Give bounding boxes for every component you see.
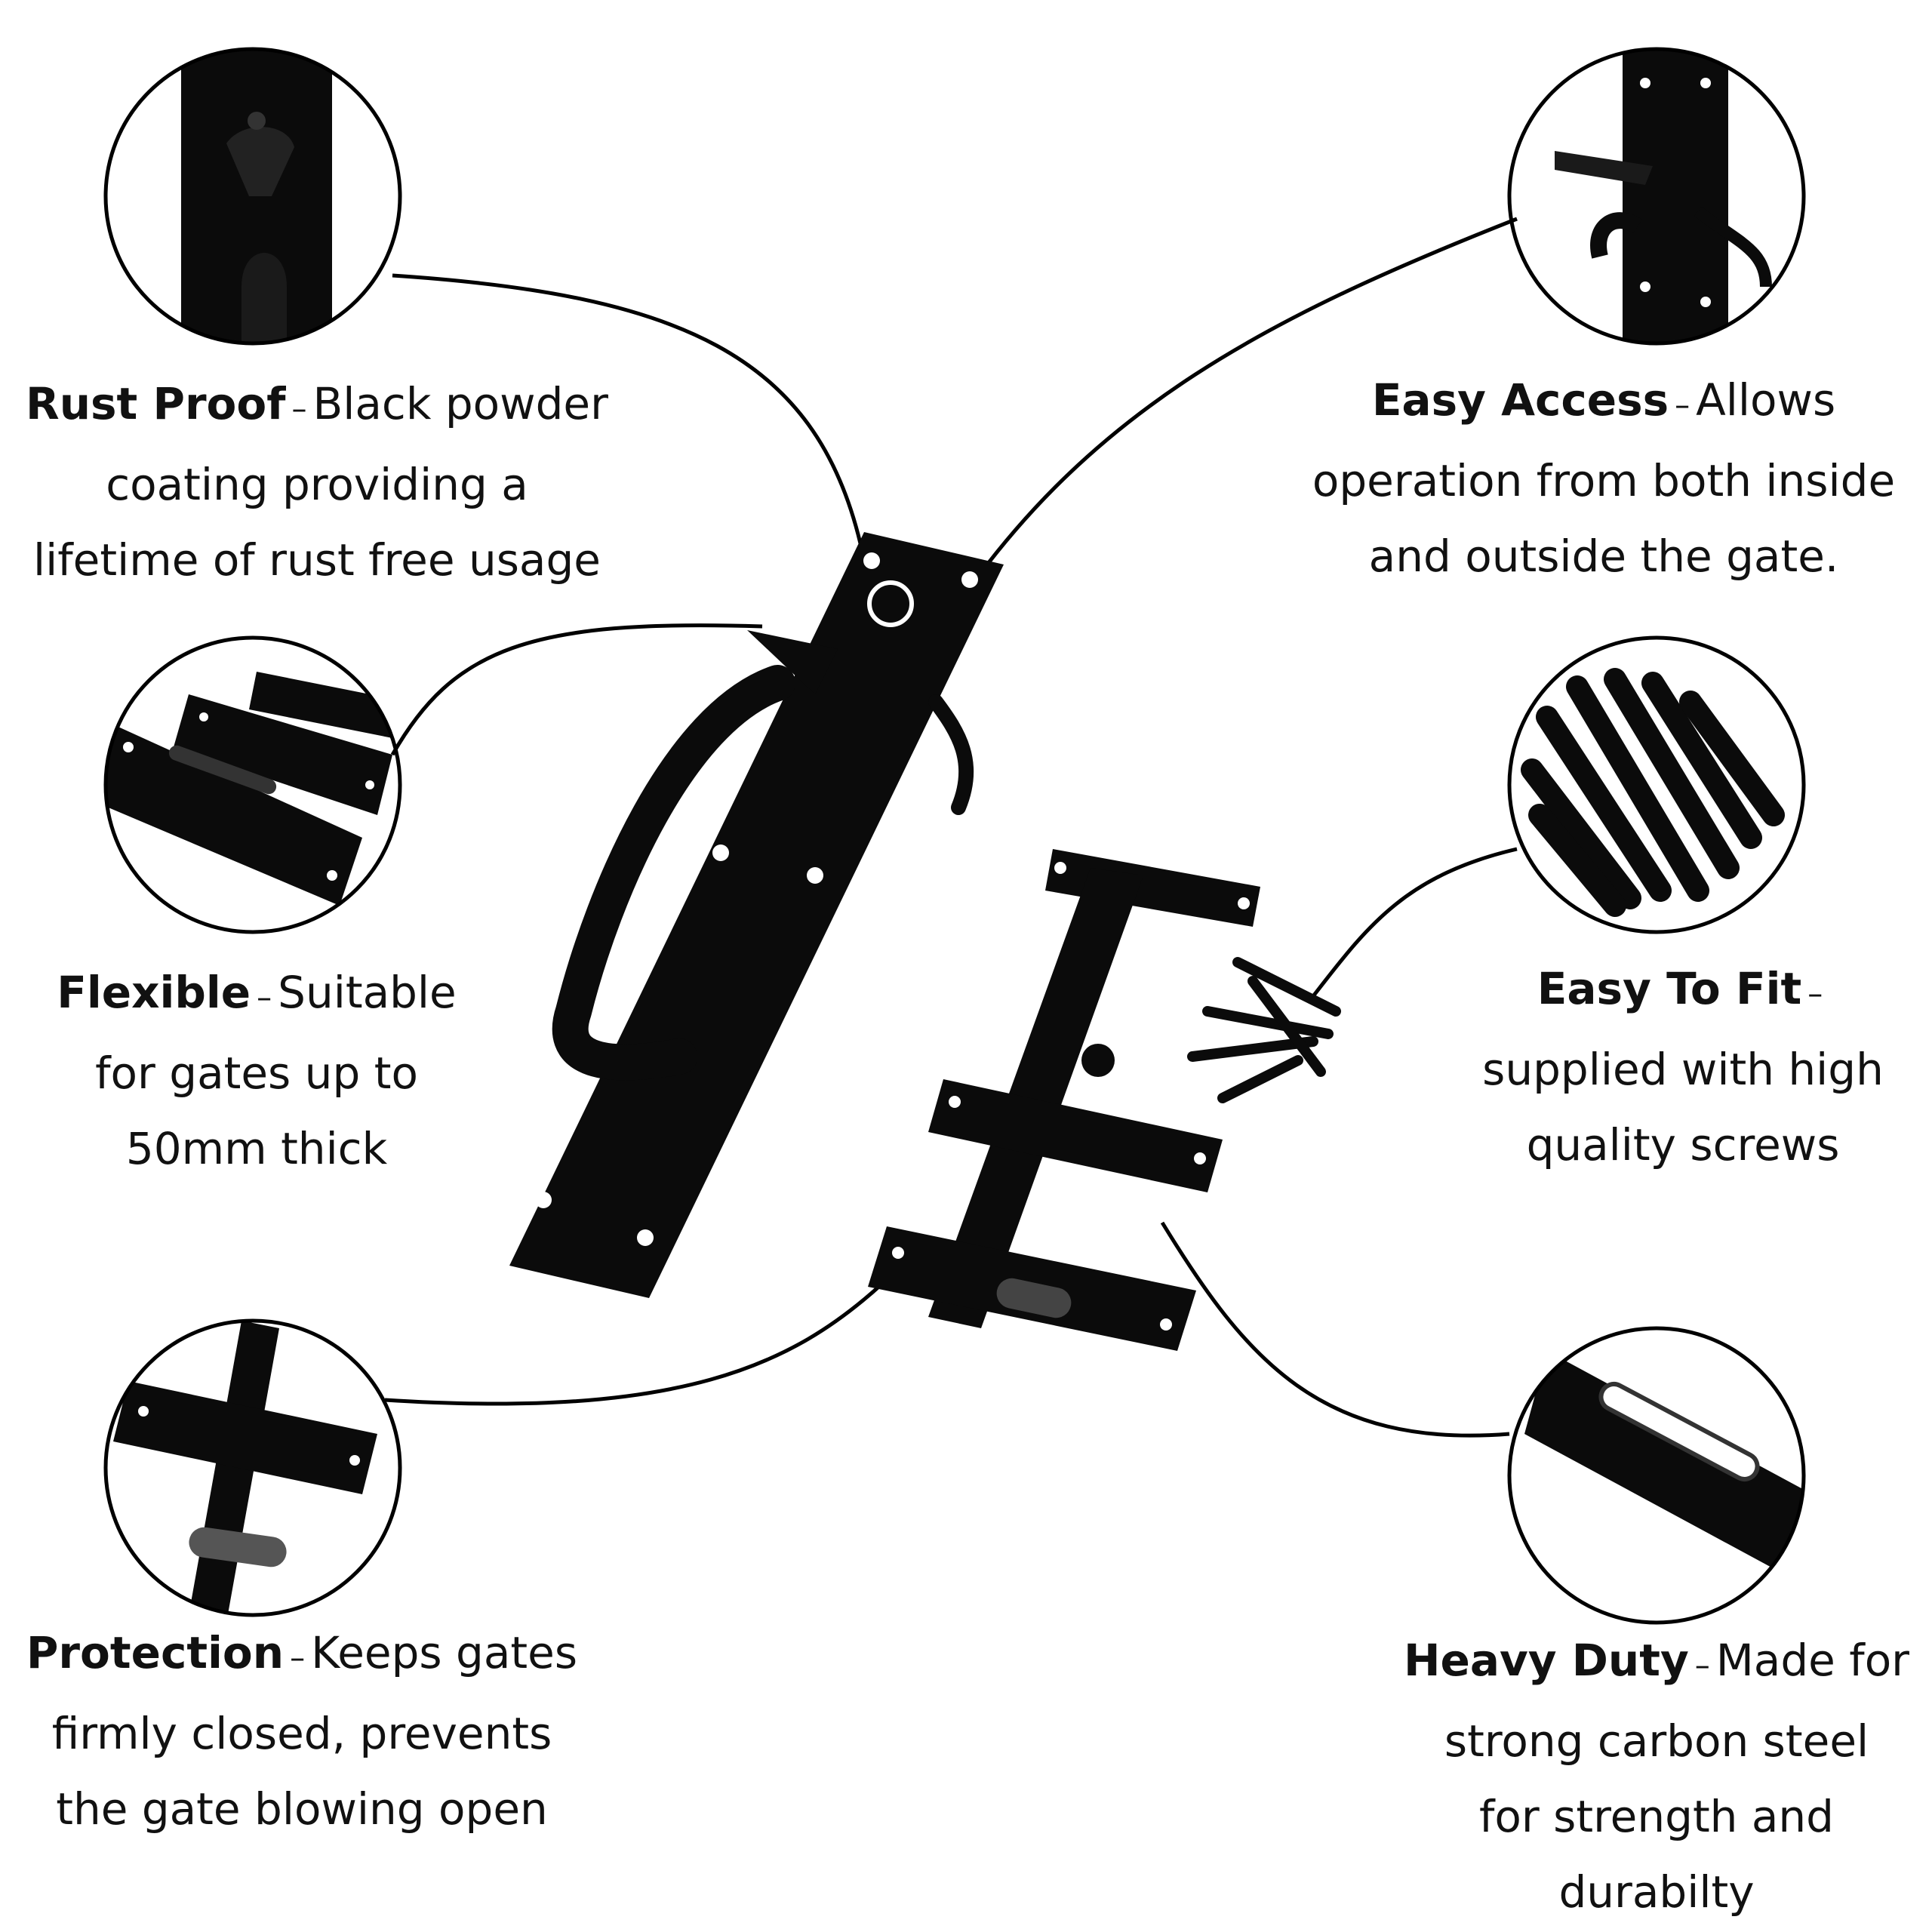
detail-easy-to-fit <box>1507 635 1806 934</box>
detail-protection <box>103 1318 402 1617</box>
feature-line: supplied with high <box>1482 1044 1884 1095</box>
feature-line: operation from both inside <box>1312 455 1896 506</box>
feature-line: Suitable <box>278 967 457 1018</box>
dash: – <box>1675 388 1690 423</box>
feature-title: Flexible <box>57 967 251 1018</box>
pull-handle <box>509 532 1004 1298</box>
feature-flexible: Flexible–Suitable for gates up to 50mm t… <box>15 955 498 1186</box>
screws-small <box>1187 957 1341 1103</box>
feature-line: durabilty <box>1558 1866 1755 1918</box>
connector-flexible <box>390 623 763 756</box>
dash: – <box>290 1641 306 1675</box>
feature-heavy-duty: Heavy Duty–Made for strong carbon steel … <box>1381 1623 1932 1930</box>
detail-flexible <box>103 635 402 934</box>
feature-line: strong carbon steel <box>1444 1715 1869 1767</box>
feature-line: 50mm thick <box>125 1123 388 1174</box>
feature-line: the gate blowing open <box>56 1783 548 1835</box>
feature-line: quality screws <box>1526 1119 1840 1171</box>
dash: – <box>1694 1648 1710 1683</box>
connector-protection <box>384 1281 884 1406</box>
feature-line: for gates up to <box>95 1048 418 1099</box>
feature-rust-proof: Rust Proof–Black powder coating providin… <box>0 366 634 598</box>
feature-line: Keeps gates <box>311 1627 578 1678</box>
gate-bolt <box>868 849 1260 1351</box>
feature-line: Black powder <box>312 378 608 429</box>
feature-line: lifetime of rust free usage <box>33 534 601 586</box>
feature-title: Rust Proof <box>26 378 286 429</box>
feature-title: Easy To Fit <box>1537 963 1802 1014</box>
feature-line: and outside the gate. <box>1368 531 1839 582</box>
dash: – <box>291 392 307 426</box>
connector-lines <box>384 217 1518 1438</box>
feature-title: Protection <box>26 1627 285 1678</box>
feature-easy-access: Easy Access–Allows operation from both i… <box>1275 362 1932 594</box>
detail-rust-proof <box>103 47 402 346</box>
connector-heavy-duty <box>1160 1221 1510 1438</box>
feature-line: Allows <box>1696 374 1836 426</box>
connector-easy-access <box>956 217 1518 605</box>
feature-protection: Protection–Keeps gates firmly closed, pr… <box>0 1615 604 1847</box>
feature-line: for strength and <box>1478 1791 1835 1842</box>
feature-line: Made for <box>1715 1635 1910 1686</box>
connector-easy-to-fit <box>1312 847 1518 998</box>
feature-title: Heavy Duty <box>1403 1635 1689 1686</box>
feature-line: coating providing a <box>106 459 528 510</box>
connector-rust-proof <box>392 273 863 544</box>
dash: – <box>257 980 272 1015</box>
detail-easy-access <box>1507 47 1806 346</box>
dash: – <box>1807 977 1823 1011</box>
feature-easy-to-fit: Easy To Fit– supplied with high quality … <box>1449 951 1917 1183</box>
detail-heavy-duty <box>1507 1326 1806 1625</box>
feature-title: Easy Access <box>1371 374 1669 426</box>
feature-line: firmly closed, prevents <box>51 1708 552 1759</box>
